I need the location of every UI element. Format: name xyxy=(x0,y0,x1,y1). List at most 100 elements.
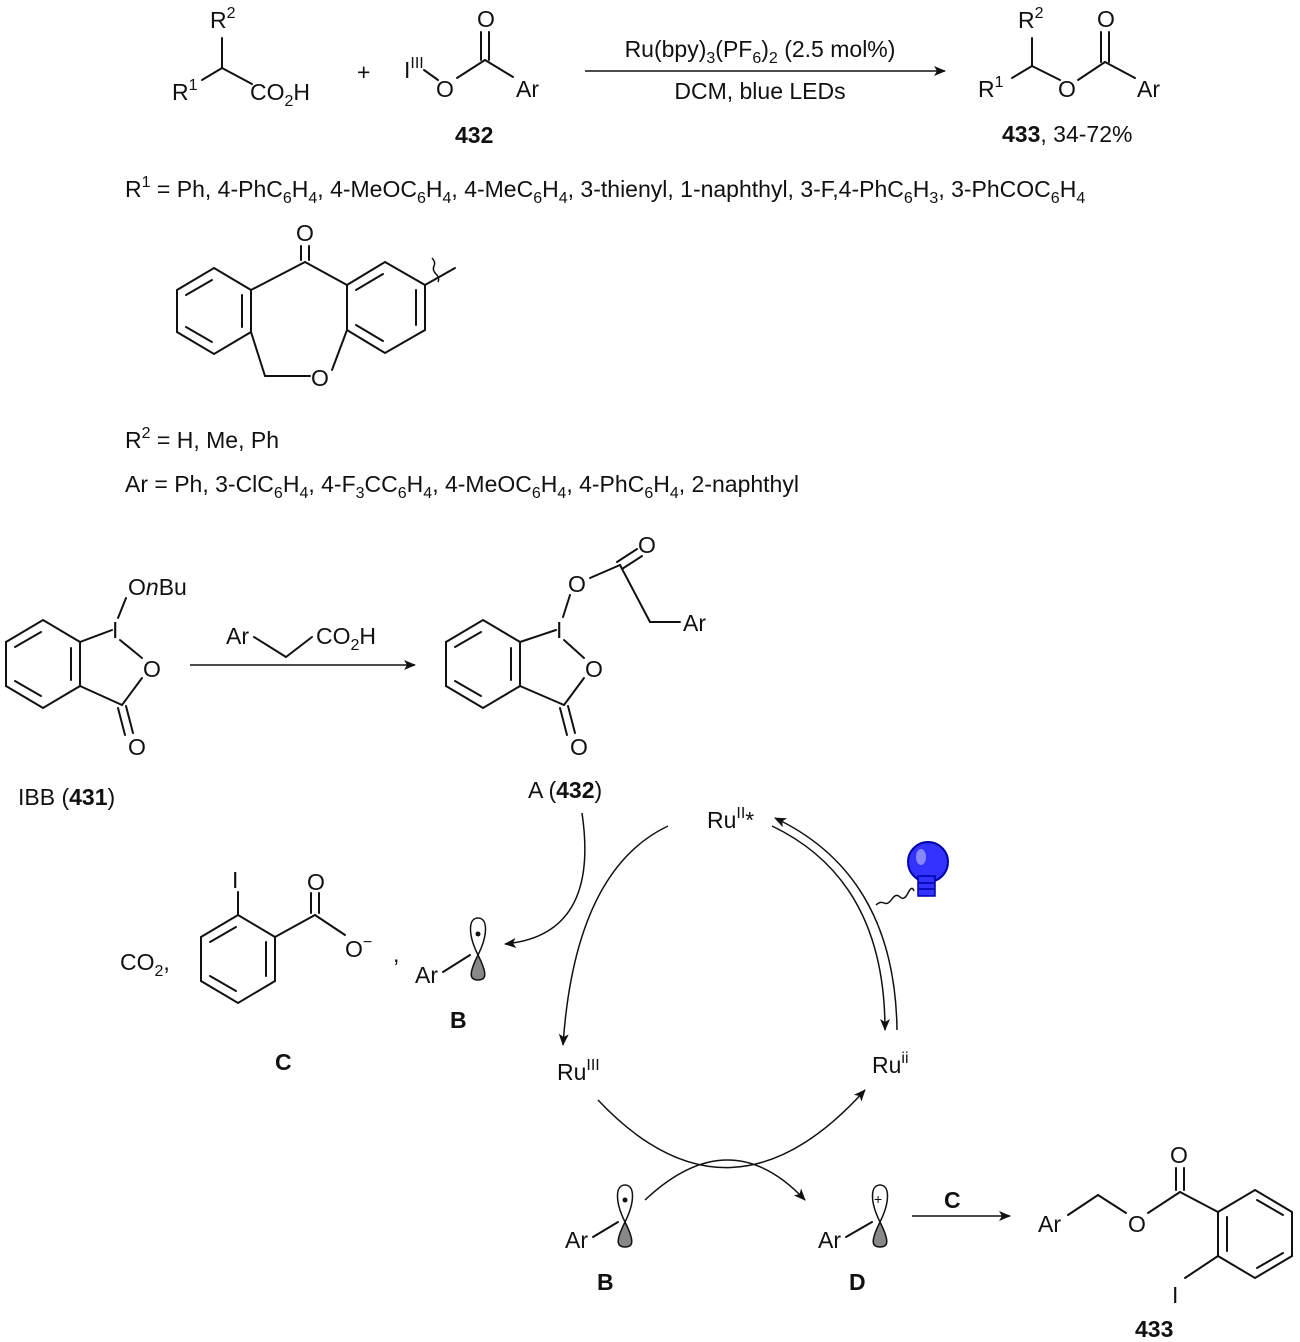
ar-substituent-list: Ar = Ph, 3-ClC6H4, 4-F3CC6H4, 4-MeOC6H4,… xyxy=(125,471,799,502)
radical-dot xyxy=(622,1197,628,1203)
compound-label-433: 433 xyxy=(1135,1316,1173,1342)
r1-substituent-list: R1 = Ph, 4-PhC6H4, 4-MeOC6H4, 4-MeC6H4, … xyxy=(125,174,1085,207)
arrow-ru3-to-ru2 xyxy=(597,1089,866,1169)
text-segment: O xyxy=(128,574,146,600)
text-segment: H xyxy=(653,471,670,497)
text-segment: R xyxy=(210,7,227,33)
text-segment: , 4-MeOC xyxy=(432,471,532,497)
p-orbital-lower xyxy=(470,953,486,981)
text-segment: ii xyxy=(901,1050,908,1067)
text-segment: 6 xyxy=(274,485,283,502)
text-segment: 4 xyxy=(299,485,308,502)
text-segment: H xyxy=(293,79,310,105)
text-segment: , xyxy=(163,949,169,975)
text-segment: 1 xyxy=(142,174,151,191)
ru-ii-label: Ruii xyxy=(872,1050,909,1078)
text-segment: Ar = Ph, 3-ClC xyxy=(125,471,274,497)
text-segment: 6 xyxy=(417,190,426,207)
text-segment: H xyxy=(913,176,930,202)
r1-label: R1 xyxy=(978,74,1004,102)
attachment-wavy-bond xyxy=(431,257,440,283)
text-segment: 6 xyxy=(283,190,292,207)
ibb-431: I O O OnBu IBB (431) xyxy=(5,574,187,810)
text-segment: 2 xyxy=(285,93,294,110)
text-segment: 6 xyxy=(752,50,761,67)
radical-b: Ar B xyxy=(415,917,487,1033)
iodine-label: I xyxy=(1172,1282,1178,1308)
arrow-a-to-b xyxy=(504,812,586,948)
ar-label: Ar xyxy=(818,1227,841,1253)
solvent-conditions: DCM, blue LEDs xyxy=(674,78,845,104)
r2-label: R2 xyxy=(1018,5,1044,33)
text-segment: I xyxy=(404,57,410,83)
r2-label: R2 xyxy=(210,5,236,33)
r2-substituent-list: R2 = H, Me, Ph xyxy=(125,425,279,453)
label-c: C xyxy=(275,1049,292,1075)
text-segment: 432 xyxy=(556,777,594,803)
carbonyl-oxygen-label: O xyxy=(1170,1142,1188,1168)
separator-comma: , xyxy=(393,941,399,967)
text-segment: H xyxy=(283,471,300,497)
carbonyl-oxygen-label: O xyxy=(1097,6,1115,32)
product-433: R2 R1 O O Ar 433, 34-72% xyxy=(978,5,1160,147)
oxygen-label: O xyxy=(436,76,454,102)
carbonyl-oxygen-label: O xyxy=(307,869,325,895)
text-segment: 6 xyxy=(398,485,407,502)
text-segment: A ( xyxy=(528,777,556,803)
text-segment: III xyxy=(410,55,423,72)
text-segment: 431 xyxy=(69,784,108,810)
text-segment: Bu xyxy=(159,574,187,600)
carbonyl-oxygen-label: O xyxy=(128,734,146,760)
text-segment: 4 xyxy=(1076,190,1085,207)
text-segment: 2 xyxy=(142,425,151,442)
dibenzoxepinone-structure: O O xyxy=(176,220,456,391)
text-segment: , 4-MeC xyxy=(451,176,533,202)
light-bulb-icon xyxy=(907,841,949,897)
ar-label: Ar xyxy=(683,610,706,636)
reagent-c-label: C xyxy=(944,1187,961,1213)
text-segment: Ru xyxy=(707,807,736,833)
label-b: B xyxy=(597,1269,614,1295)
light-wavy-line xyxy=(875,887,915,906)
text-segment: 6 xyxy=(904,190,913,207)
carboxylate-oxygen-label: O− xyxy=(345,934,372,962)
text-segment: R xyxy=(1018,7,1035,33)
text-segment: H xyxy=(292,176,309,202)
text-segment: CO xyxy=(316,623,351,649)
carboxylic-acid: R2 R1 CO2H xyxy=(172,5,310,110)
co2-label: CO2, xyxy=(120,949,170,980)
co2h-label: CO2H xyxy=(316,623,376,654)
text-segment: H xyxy=(542,176,559,202)
r1-label: R1 xyxy=(172,77,198,105)
ar-label: Ar xyxy=(415,962,438,988)
text-segment: ) xyxy=(108,784,116,810)
text-segment: , 2-naphthyl xyxy=(679,471,799,497)
ar-label: Ar xyxy=(226,623,249,649)
cation-plus: + xyxy=(874,1191,882,1207)
text-segment: 6 xyxy=(644,485,653,502)
text-segment: , 4-MeOC xyxy=(317,176,417,202)
intermediate-a-432: I O O O O Ar A (432) xyxy=(445,532,706,803)
iodine-label: I xyxy=(112,617,118,643)
ar-label: Ar xyxy=(1038,1211,1061,1237)
carbonyl-oxygen-label: O xyxy=(477,6,495,32)
text-segment: H xyxy=(426,176,443,202)
compound-label-433: 433 xyxy=(1002,121,1040,147)
text-segment: 2 xyxy=(769,50,778,67)
text-segment: R xyxy=(125,427,142,453)
text-segment: 4 xyxy=(443,190,452,207)
text-segment: 2 xyxy=(1035,5,1044,22)
radical-dot xyxy=(475,931,481,937)
text-segment: Ru xyxy=(872,1052,901,1078)
ester-oxygen-label: O xyxy=(568,571,586,597)
text-segment: R xyxy=(172,79,189,105)
text-segment: IBB ( xyxy=(18,784,69,810)
iodine-label: IIII xyxy=(404,55,424,83)
catalyst-conditions: Ru(bpy)3(PF6)2 (2.5 mol%) xyxy=(625,36,896,67)
text-segment: 1 xyxy=(995,74,1004,91)
text-segment: 3 xyxy=(356,485,365,502)
ring-oxygen-label: O xyxy=(585,656,603,682)
text-segment: 2 xyxy=(351,637,360,654)
text-segment: Ru xyxy=(557,1059,586,1085)
ar-label: Ar xyxy=(1137,76,1160,102)
